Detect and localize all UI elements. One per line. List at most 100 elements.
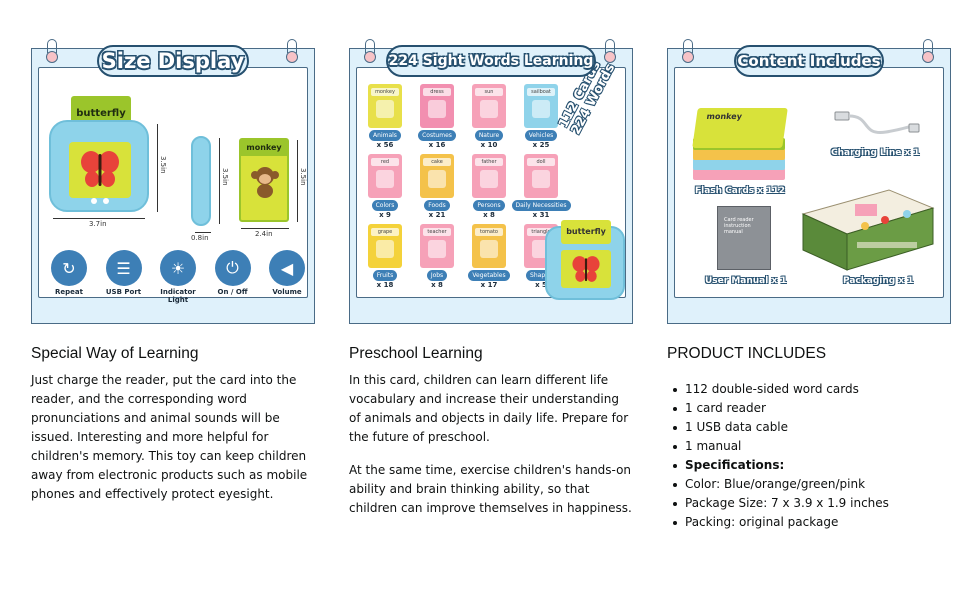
word-card-word: dress <box>423 88 451 96</box>
word-card: sailboat <box>524 84 558 128</box>
stack-card-word: monkey <box>705 112 743 121</box>
packaging-box-icon <box>801 189 935 271</box>
card-title: 224 Sight Words Learning <box>386 45 596 77</box>
list-item: Packing: original package <box>667 513 889 532</box>
category-count: x 10 <box>480 141 498 149</box>
section-body-secondary: At the same time, exercise children's ha… <box>349 463 632 515</box>
list-item: 1 card reader <box>667 399 889 418</box>
word-card: grape <box>368 224 402 268</box>
word-card: red <box>368 154 402 198</box>
usb-cable-icon <box>834 111 920 135</box>
word-card-word: doll <box>527 158 555 166</box>
user-manual: Card reader instruction manual <box>717 206 771 270</box>
card-panel: monkey Flash Cards x 112 Charging Line x… <box>674 67 944 298</box>
dimension-depth: 0.8in <box>191 234 209 242</box>
word-card-picture <box>532 100 550 118</box>
word-card: doll <box>524 154 558 198</box>
monkey-icon <box>251 167 279 198</box>
feature-indicator-light: ☀ Indicator Light <box>156 250 200 304</box>
category-label: Fruits <box>372 270 398 281</box>
binder-ring-icon <box>44 39 60 63</box>
word-card-picture <box>532 170 550 188</box>
section-heading: Preschool Learning <box>349 345 483 362</box>
word-card: tomato <box>472 224 506 268</box>
category-count: x 8 <box>483 211 495 219</box>
category-label: Animals <box>369 130 401 141</box>
lightbulb-icon: ☀ <box>160 250 196 286</box>
category-label: Shapes <box>526 270 556 281</box>
indicator-led <box>103 198 109 204</box>
feature-repeat: ↻ Repeat <box>47 250 91 304</box>
dimension-height-side: 3.5in <box>221 168 229 186</box>
flash-card-stack: monkey <box>689 108 788 180</box>
list-item: 1 USB data cable <box>667 418 889 437</box>
category-label: Foods <box>424 200 450 211</box>
charging-caption: Charging Line x 1 <box>831 148 920 158</box>
section-heading: PRODUCT INCLUDES <box>667 345 827 362</box>
word-card-word: tomato <box>475 228 503 236</box>
flash-cards-caption: Flash Cards x 112 <box>695 186 785 196</box>
size-display-image: butterfly 3.7in 3.5in <box>31 39 315 324</box>
section-heading: Special Way of Learning <box>31 345 199 362</box>
content-includes-image: monkey Flash Cards x 112 Charging Line x… <box>667 39 951 324</box>
word-card-picture <box>428 100 446 118</box>
usb-port-icon: ☰ <box>105 250 142 286</box>
flash-card: monkey <box>239 138 289 222</box>
dimension-card-height: 3.5in <box>299 168 307 186</box>
binder-ring-icon <box>284 39 300 63</box>
category-count: x 25 <box>532 141 550 149</box>
list-item: 1 manual <box>667 437 889 456</box>
category-label: Colors <box>371 200 399 211</box>
packaging-caption: Packaging x 1 <box>843 276 914 286</box>
category-count: x 8 <box>431 281 443 289</box>
feature-usb-port: ☰ USB Port <box>102 250 146 304</box>
manual-caption: User Manual x 1 <box>705 276 787 286</box>
dimension-card-width: 2.4in <box>255 230 273 238</box>
word-card-word: red <box>371 158 399 166</box>
feature-volume: ◀ Volume <box>265 250 309 304</box>
category-label: Nature <box>474 130 504 141</box>
section-body: In this card, children can learn differe… <box>349 373 629 444</box>
reader-screen <box>69 142 131 198</box>
word-card-picture <box>428 240 446 258</box>
category-label: Vegetables <box>468 270 510 281</box>
category-label: Jobs <box>426 270 448 281</box>
category-count: x 16 <box>428 141 446 149</box>
flash-card-word: monkey <box>246 143 282 152</box>
list-item: Specifications: <box>667 456 889 475</box>
category-label: Daily Necessities <box>511 200 571 211</box>
word-card-word: father <box>475 158 503 166</box>
category-count: x 17 <box>480 281 498 289</box>
word-card-picture <box>376 170 394 188</box>
word-card-picture <box>376 100 394 118</box>
repeat-icon: ↻ <box>51 250 87 286</box>
word-card-picture <box>480 100 498 118</box>
reader-side-view <box>191 136 211 226</box>
category-count: x 56 <box>376 141 394 149</box>
butterfly-icon <box>81 151 119 187</box>
word-card: monkey <box>368 84 402 128</box>
dimension-height: 3.5in <box>159 156 167 174</box>
word-card-word: sun <box>475 88 503 96</box>
word-card-picture <box>480 170 498 188</box>
binder-ring-icon <box>920 39 936 63</box>
reader-screen <box>561 250 611 288</box>
category-count: x 18 <box>376 281 394 289</box>
word-card-picture <box>376 240 394 258</box>
category-count: x 31 <box>532 211 550 219</box>
word-card-word: sailboat <box>527 88 555 96</box>
indicator-led <box>91 198 97 204</box>
binder-ring-icon <box>362 39 378 63</box>
reader-card-word: butterfly <box>561 220 611 244</box>
dimension-width: 3.7in <box>89 220 107 228</box>
section-body: Just charge the reader, put the card int… <box>31 373 308 501</box>
word-card-word: cake <box>423 158 451 166</box>
